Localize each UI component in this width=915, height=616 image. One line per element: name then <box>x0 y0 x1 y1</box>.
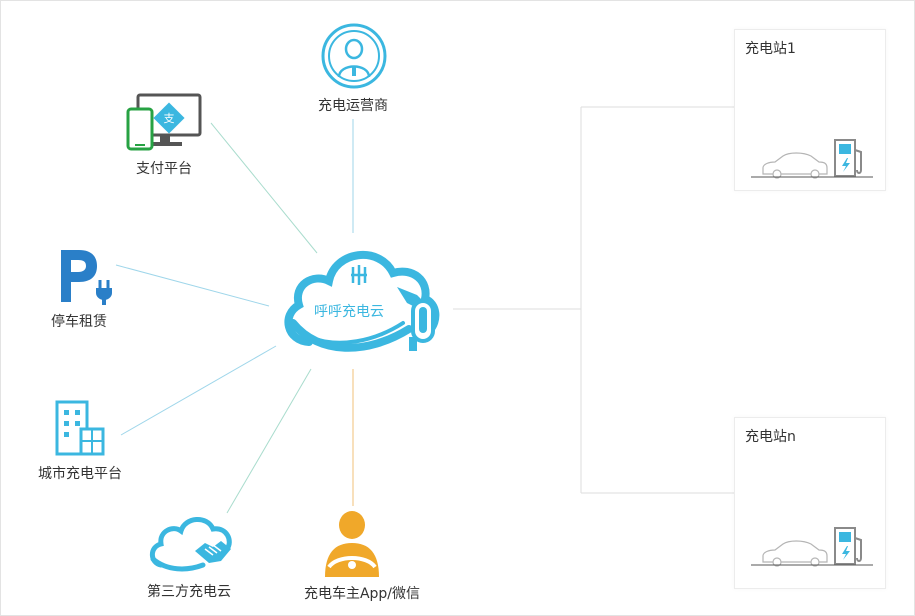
center-cloud-icon <box>284 250 440 352</box>
car-owner-label: 充电车主App/微信 <box>303 586 421 602</box>
parking-label: 停车租赁 <box>51 314 107 330</box>
city-building-icon <box>55 400 105 456</box>
operator-icon <box>321 23 387 89</box>
city-platform-label: 城市充电平台 <box>38 466 122 482</box>
parking-icon <box>61 250 112 305</box>
station-card-n: 充电站n <box>734 417 886 589</box>
third-party-cloud-icon <box>149 517 232 572</box>
line-city <box>120 345 277 436</box>
operator-label: 充电运营商 <box>318 98 388 114</box>
payment-platform-icon: 支 <box>126 93 202 151</box>
svg-text:支: 支 <box>164 112 175 125</box>
station-card-1: 充电站1 <box>734 29 886 191</box>
station-n-title: 充电站n <box>745 429 796 445</box>
car-owner-icon <box>325 511 379 577</box>
station-1-title: 充电站1 <box>745 41 796 57</box>
station-1-charging-scene-icon <box>751 139 873 179</box>
center-cloud-label: 呼呼充电云 <box>314 304 384 320</box>
third-party-cloud-label: 第三方充电云 <box>147 584 231 600</box>
line-parking <box>115 264 270 307</box>
line-payment <box>210 122 318 254</box>
payment-platform-label: 支付平台 <box>136 161 192 177</box>
line-thirdparty <box>226 368 312 514</box>
station-n-charging-scene-icon <box>751 527 873 567</box>
